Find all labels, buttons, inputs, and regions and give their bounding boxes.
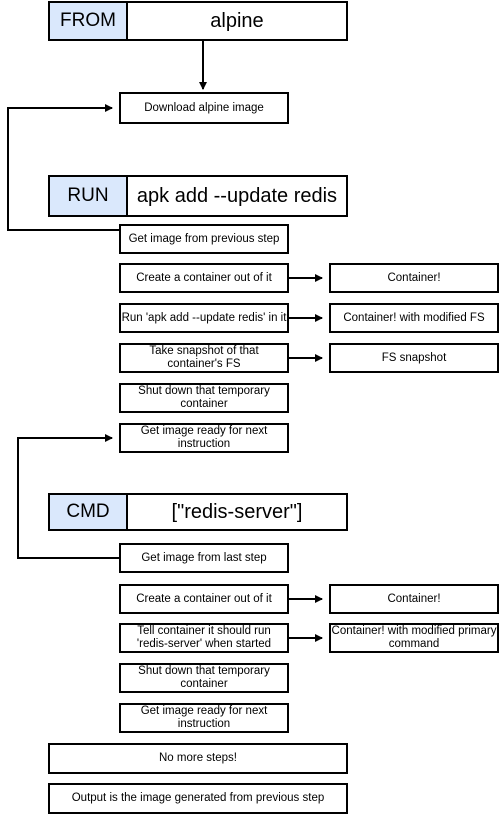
step-output: Output is the image generated from previ… [48, 783, 348, 814]
step-cmd-tell: Tell container it should run 'redis-serv… [119, 623, 289, 653]
step-run-exec: Run 'apk add --update redis' in it [119, 303, 289, 333]
step-run-ready: Get image ready for next instruction [119, 423, 289, 453]
run-keyword: RUN [48, 175, 128, 217]
from-keyword: FROM [48, 1, 128, 41]
step-cmd-get-image: Get image from last step [119, 543, 289, 573]
step-run-get-image: Get image from previous step [119, 224, 289, 254]
step-run-fs-snapshot: FS snapshot [329, 343, 499, 373]
step-cmd-container: Container! [329, 584, 499, 614]
step-cmd-ready: Get image ready for next instruction [119, 703, 289, 733]
step-run-modified-fs: Container! with modified FS [329, 303, 499, 333]
cmd-keyword: CMD [48, 493, 128, 531]
step-run-snapshot: Take snapshot of that container's FS [119, 343, 289, 373]
arrow-loop-cmd [17, 434, 119, 559]
cmd-value: ["redis-server"] [126, 493, 348, 531]
step-run-shutdown: Shut down that temporary container [119, 383, 289, 413]
step-no-more-steps: No more steps! [48, 743, 348, 774]
arrow-loop-run [7, 104, 119, 231]
step-run-container: Container! [329, 263, 499, 293]
step-cmd-create-container: Create a container out of it [119, 584, 289, 614]
step-run-create-container: Create a container out of it [119, 263, 289, 293]
step-cmd-modified-command: Container! with modified primary command [329, 623, 499, 653]
step-cmd-shutdown: Shut down that temporary container [119, 663, 289, 693]
step-download-alpine: Download alpine image [119, 92, 289, 124]
from-value: alpine [126, 1, 348, 41]
run-value: apk add --update redis [126, 175, 348, 217]
